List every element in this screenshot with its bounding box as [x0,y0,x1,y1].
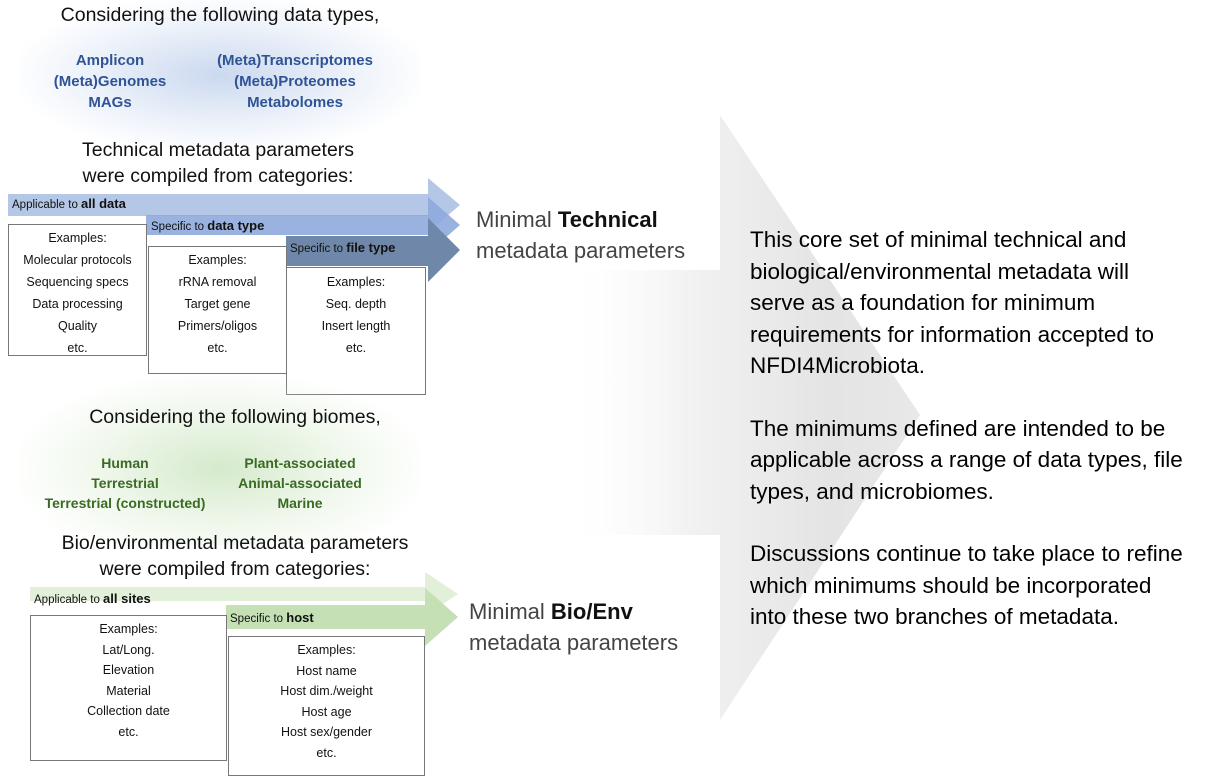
biome-item: Human [101,455,149,471]
biomes-heading: Considering the following biomes, [89,406,381,428]
host-bar-label: Specific to host [230,610,314,625]
summary-line: biological/environmental metadata will [750,258,1129,284]
example-item: etc. [207,341,228,355]
summary-paragraph-3: Discussions continue to take place to re… [750,538,1216,633]
summary-line: The minimums defined are intended to be [750,415,1166,441]
example-item: Examples: [99,622,158,636]
biome-item: Terrestrial (constructed) [44,495,206,511]
example-item: Host dim./weight [280,684,373,698]
example-item: Quality [58,319,97,333]
example-item: Lat/Long. [102,642,155,657]
example-item: Target gene [184,297,251,311]
example-item: Examples: [48,231,107,245]
data-types-left-list: Amplicon (Meta)Genomes MAGs [30,50,190,113]
data-type-item: Metabolomes [247,94,343,111]
data-type-bar-label: Specific to data type [151,218,265,233]
example-item: Seq. depth [325,297,387,311]
technical-compiled-line1: Technical metadata parameters [81,139,355,161]
biomes-glow [20,375,420,545]
data-type-arrow [146,197,460,253]
example-item: Collection date [87,704,170,718]
all-data-bar-label: Applicable to all data [12,196,126,211]
example-item: Examples: [297,643,356,657]
example-item: Data processing [32,297,123,311]
all-data-arrow [8,178,460,232]
big-arrow-background [560,115,920,720]
data-type-item: (Meta)Genomes [53,73,167,90]
bioenv-compiled-heading: Bio/environmental metadata parameters we… [0,530,470,582]
example-item: rRNA removal [178,275,257,289]
technical-category-arrows [8,178,460,282]
biome-item: Animal-associated [238,475,362,491]
summary-paragraph-1: This core set of minimal technical and b… [750,224,1216,382]
bioenv-compiled-line2: were compiled from categories: [99,558,371,580]
file-type-arrow [286,218,460,282]
file-type-examples-box: Examples: Seq. depth Insert length etc. [286,267,426,395]
summary-line: NFDI4Microbiota. [750,353,926,378]
example-item: Elevation [102,663,155,677]
summary-line: which minimums should be incorporated [750,572,1152,598]
data-type-examples-box: Examples: rRNA removal Target gene Prime… [148,246,287,374]
data-types-heading: Considering the following data types, [60,4,380,26]
data-type-item: (Meta)Proteomes [234,73,356,90]
minimal-bioenv-label: Minimal Bio/Env metadata parameters [469,599,679,655]
biome-item: Marine [277,495,323,511]
biomes-left-list: Human Terrestrial Terrestrial (construct… [30,453,220,513]
summary-line: This core set of minimal technical and [750,227,1127,252]
all-sites-bar-label: Applicable to all sites [34,591,151,606]
biome-item: Terrestrial [91,475,159,491]
example-item: Examples: [326,275,386,289]
example-item: Examples: [188,253,247,267]
data-type-item: (Meta)Transcriptomes [217,52,373,69]
data-types-glow [20,0,420,150]
biome-item: Plant-associated [244,455,356,471]
example-item: etc. [67,341,88,355]
summary-line: requirements for information accepted to [750,321,1154,347]
bioenv-category-arrows [30,572,458,646]
summary-line: Discussions continue to take place to re… [750,541,1183,566]
data-type-item: Amplicon [75,52,145,69]
technical-compiled-heading: Technical metadata parameters were compi… [0,137,436,189]
host-arrow [226,588,458,646]
summary-line: types, and microbiomes. [750,478,994,504]
minimal-technical-label: Minimal Technical metadata parameters [476,207,686,263]
all-sites-examples-box: Examples: Lat/Long. Elevation Material C… [30,615,227,761]
example-item: Host sex/gender [280,725,373,739]
summary-paragraph-2: The minimums defined are intended to be … [750,413,1216,508]
example-item: Primers/oligos [177,319,258,333]
example-item: Host age [301,704,352,719]
technical-compiled-line2: were compiled from categories: [82,165,354,187]
summary-line: into these two branches of metadata. [750,604,1119,629]
data-types-right-list: (Meta)Transcriptomes (Meta)Proteomes Met… [200,50,390,113]
example-item: etc. [118,724,139,739]
summary-text: This core set of minimal technical and b… [750,224,1216,633]
example-item: Insert length [321,319,391,333]
example-item: Sequencing specs [26,275,129,289]
host-examples-box: Examples: Host name Host dim./weight Hos… [228,636,425,776]
all-data-examples-box: Examples: Molecular protocols Sequencing… [8,224,147,356]
summary-line: serve as a foundation for minimum [750,290,1096,315]
example-item: Molecular protocols [23,253,132,267]
example-item: Host name [296,663,357,678]
data-type-item: MAGs [88,94,132,111]
example-item: etc. [345,341,367,355]
bioenv-compiled-line1: Bio/environmental metadata parameters [61,532,409,554]
summary-line: applicable across a range of data types,… [750,447,1183,472]
example-item: Material [106,683,151,698]
biomes-right-list: Plant-associated Animal-associated Marin… [215,453,385,513]
example-item: etc. [316,745,337,760]
file-type-bar-label: Specific to file type [290,240,396,255]
all-sites-arrow [30,572,458,616]
